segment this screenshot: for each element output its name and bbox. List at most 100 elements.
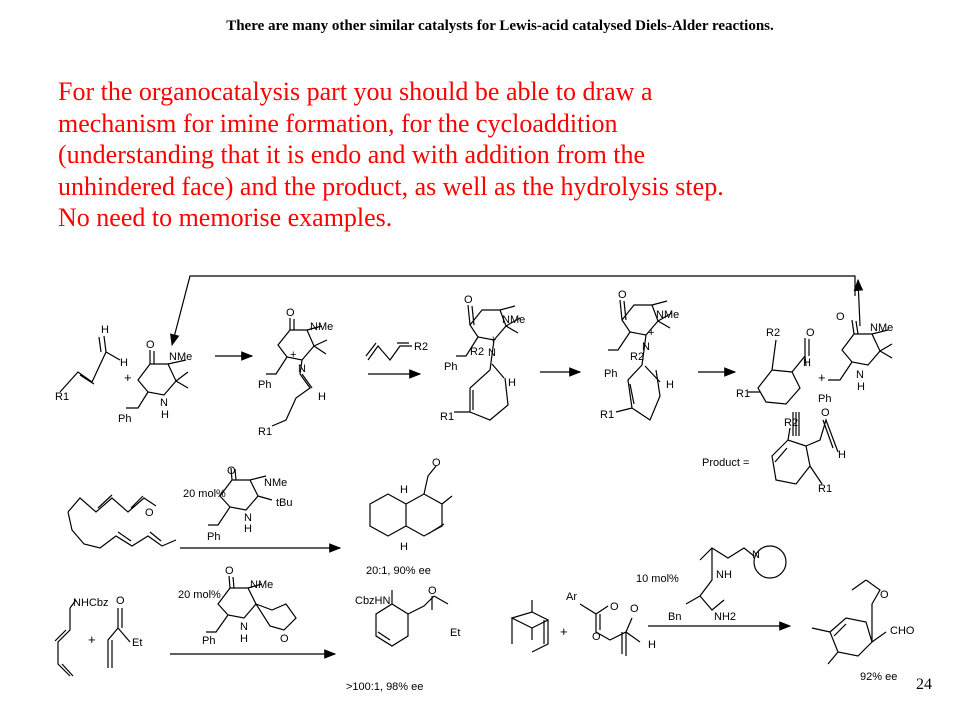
diene-bonds — [54, 599, 77, 677]
atom-label: O — [618, 289, 627, 301]
atom-label: R2 — [470, 346, 484, 358]
atom-label: H — [400, 541, 408, 553]
transition-state-2-bonds — [608, 299, 673, 421]
atom-label: R1 — [818, 483, 832, 495]
plus-sign: + — [124, 370, 132, 385]
atom-label: O — [225, 565, 234, 577]
atom-label: R1 — [55, 391, 69, 403]
atom-label: R2 — [784, 417, 798, 429]
charge: + — [648, 327, 654, 339]
atom-label: H — [857, 381, 865, 393]
atom-label: Ph — [818, 393, 831, 405]
body-line: mechanism for imine formation, for the c… — [58, 108, 618, 138]
atom-label: N — [752, 549, 760, 561]
atom-label: Bn — [668, 611, 681, 623]
atom-label: O — [116, 595, 125, 607]
atom-label: R2 — [414, 341, 428, 353]
catalyst-loading: 20 mol% — [178, 589, 221, 601]
atom-label: R1 — [258, 426, 272, 438]
atom-label: Ar — [566, 591, 577, 603]
catalyst-bonds — [206, 575, 297, 633]
regenerated-catalyst-bonds — [828, 319, 893, 381]
charge: + — [290, 349, 296, 361]
atom-label: N — [642, 341, 650, 353]
final-product-bonds — [771, 418, 839, 485]
atom-label: R1 — [440, 411, 454, 423]
selectivity: 20:1, 90% ee — [366, 565, 431, 577]
atom-label: H — [400, 484, 408, 496]
catalyst-release-arrow — [853, 278, 864, 327]
dimethylbutadiene-bonds — [510, 600, 550, 653]
scheme-4-labels: + Ar O O O H 10 mol% NH N Bn NH2 O CHO 9… — [560, 549, 915, 683]
atom-label: O — [610, 601, 619, 613]
body-line: unhindered face) and the product, as wel… — [58, 171, 724, 201]
cyclohexene-aldehyde-bonds — [811, 579, 887, 665]
catalyst-bonds — [208, 467, 273, 526]
triene-bonds — [67, 494, 177, 549]
scheme-3-labels: NHCbz + O Et O NMe N H Ph O 20 mol% CbzH… — [73, 565, 460, 693]
atom-label: O — [806, 327, 815, 339]
atom-label: O — [592, 631, 601, 643]
atom-label: H — [240, 633, 248, 645]
atom-label: H — [318, 391, 326, 403]
atom-label: NH2 — [714, 611, 736, 623]
scheme-3-aminodiene — [54, 575, 449, 677]
decalin-bonds — [369, 465, 453, 537]
atom-label: NHCbz — [73, 597, 108, 609]
atom-label: Ph — [258, 379, 271, 391]
dienophile-bonds — [107, 608, 131, 668]
atom-label: N — [240, 621, 248, 633]
header-note: There are many other similar catalysts f… — [226, 18, 774, 34]
plus-sign: + — [88, 632, 96, 647]
atom-label: H — [803, 357, 811, 369]
atom-label: O — [280, 633, 289, 645]
scheme-1-catalytic-cycle — [59, 275, 893, 485]
atom-label: N — [244, 512, 252, 524]
atom-label: CHO — [890, 625, 915, 637]
atom-label: H — [648, 639, 656, 651]
transition-state-1-bonds — [454, 304, 521, 421]
scheme-4-amine — [510, 545, 887, 665]
atom-label: O — [286, 307, 295, 319]
cycloadduct-bonds — [748, 338, 810, 405]
atom-label: O — [630, 603, 639, 615]
atom-label: Et — [450, 627, 460, 639]
plus-sign: + — [818, 370, 826, 385]
body-text: For the organocatalysis part you should … — [58, 76, 918, 234]
cycle-return-arrow — [170, 275, 856, 347]
atom-label: tBu — [276, 497, 293, 509]
atom-label: H — [161, 409, 169, 421]
atom-label: H — [508, 377, 516, 389]
atom-label: R1 — [736, 388, 750, 400]
iminium-bonds — [266, 318, 328, 427]
atom-label: H — [120, 357, 128, 369]
catalyst-loading: 20 mol% — [183, 488, 226, 500]
atom-label: CbzHN — [355, 595, 391, 607]
atom-label: O — [836, 311, 845, 323]
atom-label: R2 — [630, 351, 644, 363]
atom-label: NMe — [264, 477, 287, 489]
charge: + — [490, 334, 496, 346]
atom-label: NMe — [310, 321, 333, 333]
atom-label: N — [488, 347, 496, 359]
atom-label: Ph — [207, 531, 220, 543]
atom-label: NH — [716, 569, 732, 581]
atom-label: N — [160, 397, 168, 409]
cyclohexene-product-bonds — [375, 590, 449, 647]
atom-label: R1 — [600, 409, 614, 421]
pyrrolidine-ring — [753, 545, 787, 579]
catalyst-loading: 10 mol% — [636, 573, 679, 585]
atom-label: H — [244, 523, 252, 535]
scheme-2-labels: O O NMe N H tBu Ph 20 mol% O H H 20:1, 9… — [145, 457, 441, 577]
diene-bonds — [365, 342, 412, 361]
equivalence-marks — [792, 412, 800, 436]
atom-label: O — [428, 585, 437, 597]
atom-label: O — [821, 407, 830, 419]
plus-sign: + — [560, 624, 568, 639]
atom-label: N — [298, 363, 306, 375]
atom-label: NMe — [656, 309, 679, 321]
atom-label: Ph — [118, 413, 131, 425]
atom-label: NMe — [502, 314, 525, 326]
atom-label: NMe — [870, 322, 893, 334]
